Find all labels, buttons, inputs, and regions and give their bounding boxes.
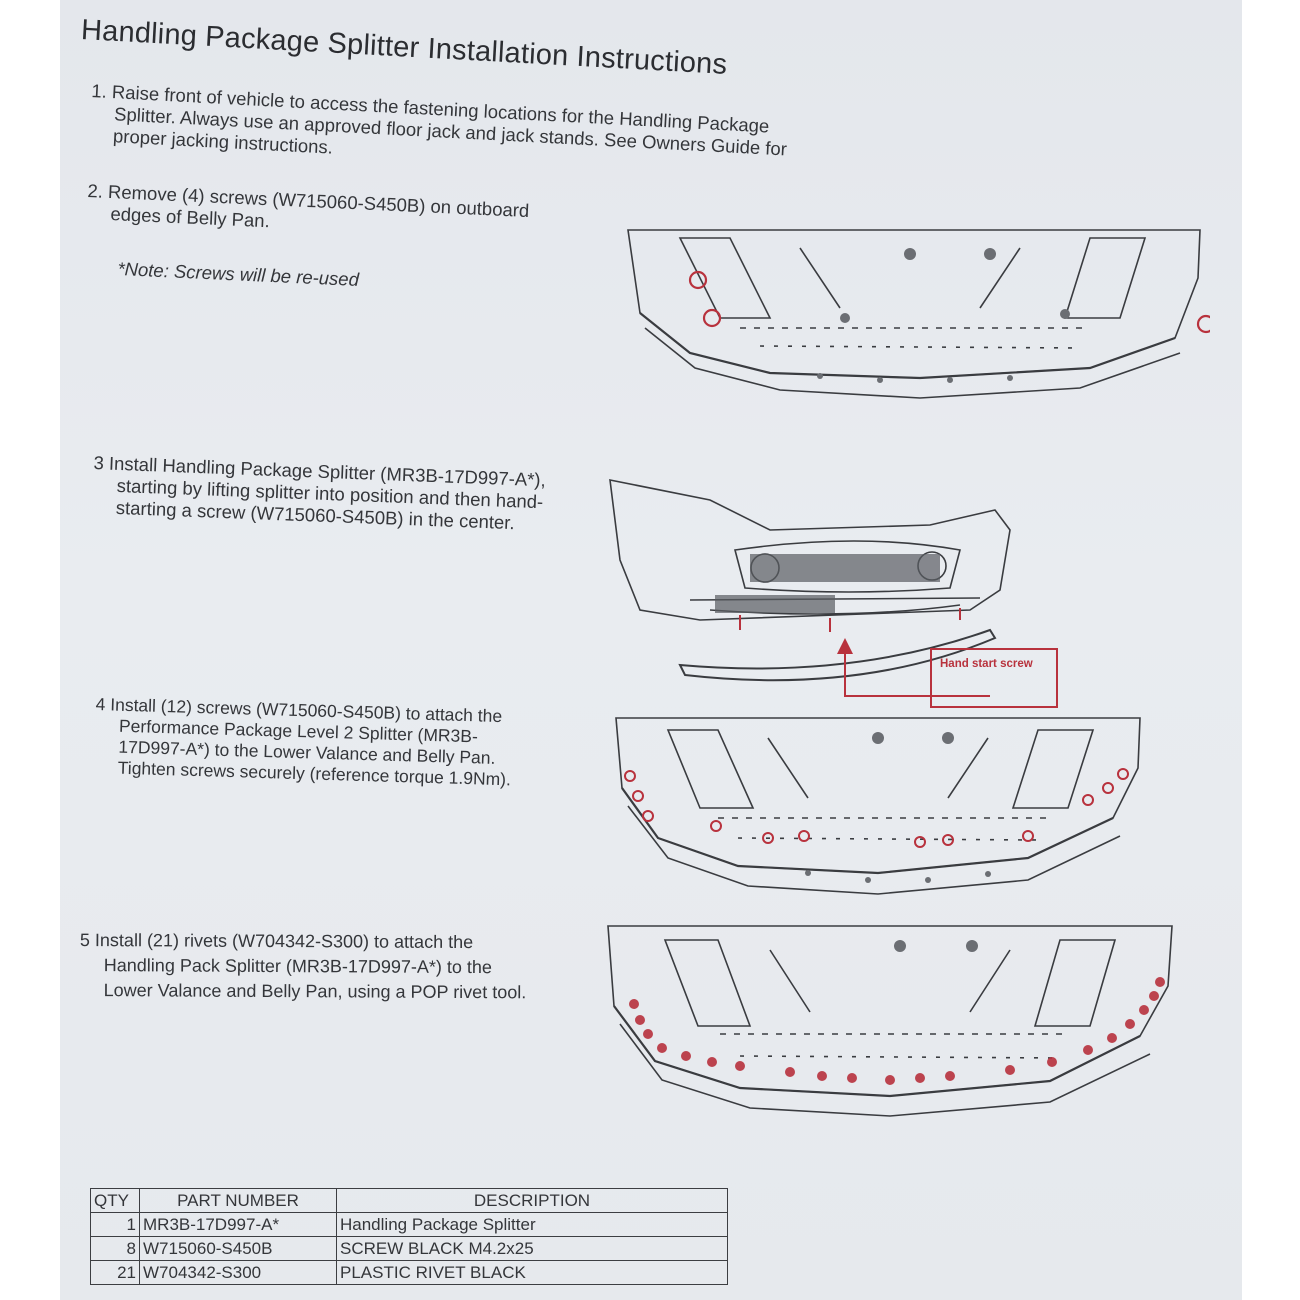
cell-qty: 8 xyxy=(90,1236,140,1261)
step-5-line: Lower Valance and Belly Pan, using a POP… xyxy=(103,980,527,1003)
step-3: 3 Install Handling Package Splitter (MR3… xyxy=(91,452,546,535)
belly-pan-diagram xyxy=(627,229,1210,399)
page-title: Handling Package Splitter Installation I… xyxy=(80,14,729,81)
step-4: 4 Install (12) screws (W715060-S450B) to… xyxy=(94,694,514,790)
table-row: 1 MR3B-17D997-A* Handling Package Splitt… xyxy=(90,1212,728,1237)
step-2-note: *Note: Screws will be re-used xyxy=(117,258,360,290)
cell-description: PLASTIC RIVET BLACK xyxy=(336,1260,728,1285)
screw-locations-diagram xyxy=(615,717,1141,895)
table-header-row: QTY PART NUMBER DESCRIPTION xyxy=(90,1188,728,1213)
cell-part-number: MR3B-17D997-A* xyxy=(139,1212,337,1237)
cell-description: SCREW BLACK M4.2x25 xyxy=(336,1236,728,1261)
cell-part-number: W704342-S300 xyxy=(139,1260,337,1285)
step-2: 2. Remove (4) screws (W715060-S450B) on … xyxy=(86,180,530,244)
parts-table: QTY PART NUMBER DESCRIPTION 1 MR3B-17D99… xyxy=(90,1188,728,1285)
column-header-description: DESCRIPTION xyxy=(336,1188,728,1213)
table-row: 8 W715060-S450B SCREW BLACK M4.2x25 xyxy=(90,1236,728,1261)
instruction-sheet: Handling Package Splitter Installation I… xyxy=(60,0,1242,1300)
cell-part-number: W715060-S450B xyxy=(139,1236,337,1261)
table-row: 21 W704342-S300 PLASTIC RIVET BLACK xyxy=(90,1260,728,1285)
step-1: 1. Raise front of vehicle to access the … xyxy=(89,80,789,182)
cell-description: Handling Package Splitter xyxy=(336,1212,728,1237)
rivet-locations-diagram xyxy=(607,925,1173,1117)
callout-label: Hand start screw xyxy=(940,658,1033,670)
step-5-line: Handling Pack Splitter (MR3B-17D997-A*) … xyxy=(103,955,493,978)
step-5: 5 Install (21) rivets (W704342-S300) to … xyxy=(80,928,527,1005)
front-splitter-diagram xyxy=(609,478,1011,697)
cell-qty: 21 xyxy=(90,1260,140,1285)
hand-start-screw-callout: Hand start screw xyxy=(930,648,1058,708)
column-header-part-number: PART NUMBER xyxy=(139,1188,337,1213)
column-header-qty: QTY xyxy=(90,1188,140,1213)
step-5-line: 5 Install (21) rivets (W704342-S300) to … xyxy=(79,930,474,953)
cell-qty: 1 xyxy=(90,1212,140,1237)
